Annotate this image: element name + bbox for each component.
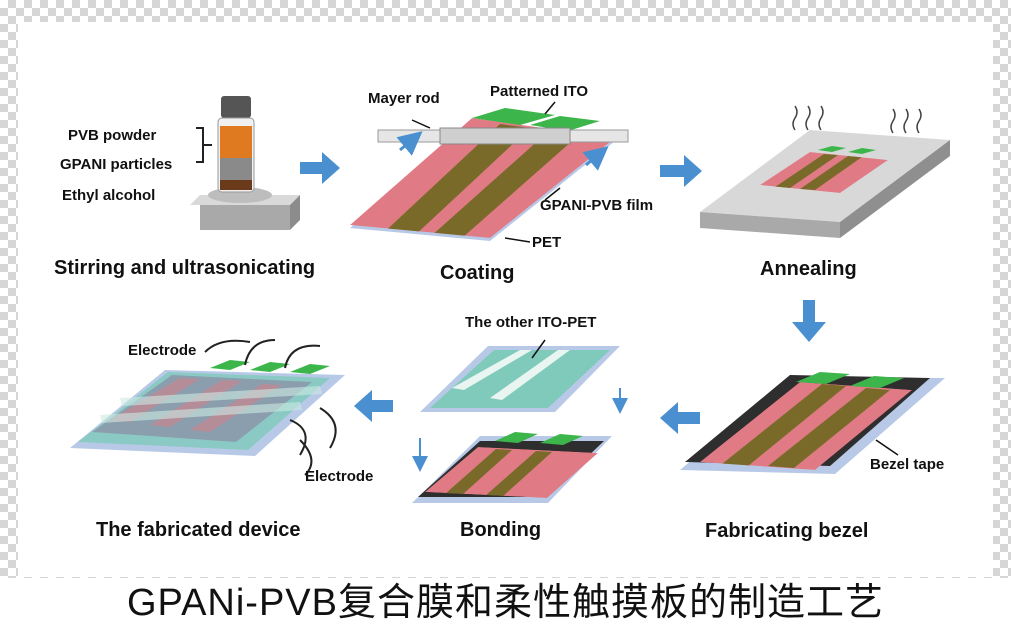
bezel-illustration <box>680 372 945 474</box>
label-bezel-tape: Bezel tape <box>870 456 945 473</box>
label-mayer-rod: Mayer rod <box>368 90 440 107</box>
label-gpani-particles: GPANI particles <box>60 156 173 173</box>
label-patterned-ito: Patterned ITO <box>490 83 589 100</box>
process-diagram <box>70 96 950 503</box>
coating-illustration <box>350 101 629 243</box>
process-arrows <box>300 152 826 434</box>
label-electrode-top: Electrode <box>128 342 197 359</box>
label-other-ito-pet: The other ITO-PET <box>465 314 597 331</box>
step-title-fabricating-bezel: Fabricating bezel <box>705 520 869 542</box>
figure-caption: GPANi-PVB复合膜和柔性触摸板的制造工艺 <box>0 578 1011 629</box>
step-title-annealing: Annealing <box>760 258 857 280</box>
label-pvb-powder: PVB powder <box>68 127 157 144</box>
label-ethyl-alcohol: Ethyl alcohol <box>62 187 156 204</box>
bonding-illustration <box>412 339 628 503</box>
annealing-illustration <box>700 105 950 238</box>
step-title-bonding: Bonding <box>460 519 542 541</box>
step-title-stirring: Stirring and ultrasonicating <box>54 257 316 279</box>
stirrer-vial-illustration <box>190 96 300 230</box>
label-pet: PET <box>532 234 562 251</box>
label-gpani-pvb-film: GPANI-PVB film <box>540 197 654 214</box>
step-title-coating: Coating <box>440 262 515 284</box>
label-electrode-bottom: Electrode <box>305 468 374 485</box>
step-title-fabricated-device: The fabricated device <box>96 519 301 541</box>
device-illustration <box>70 339 345 476</box>
